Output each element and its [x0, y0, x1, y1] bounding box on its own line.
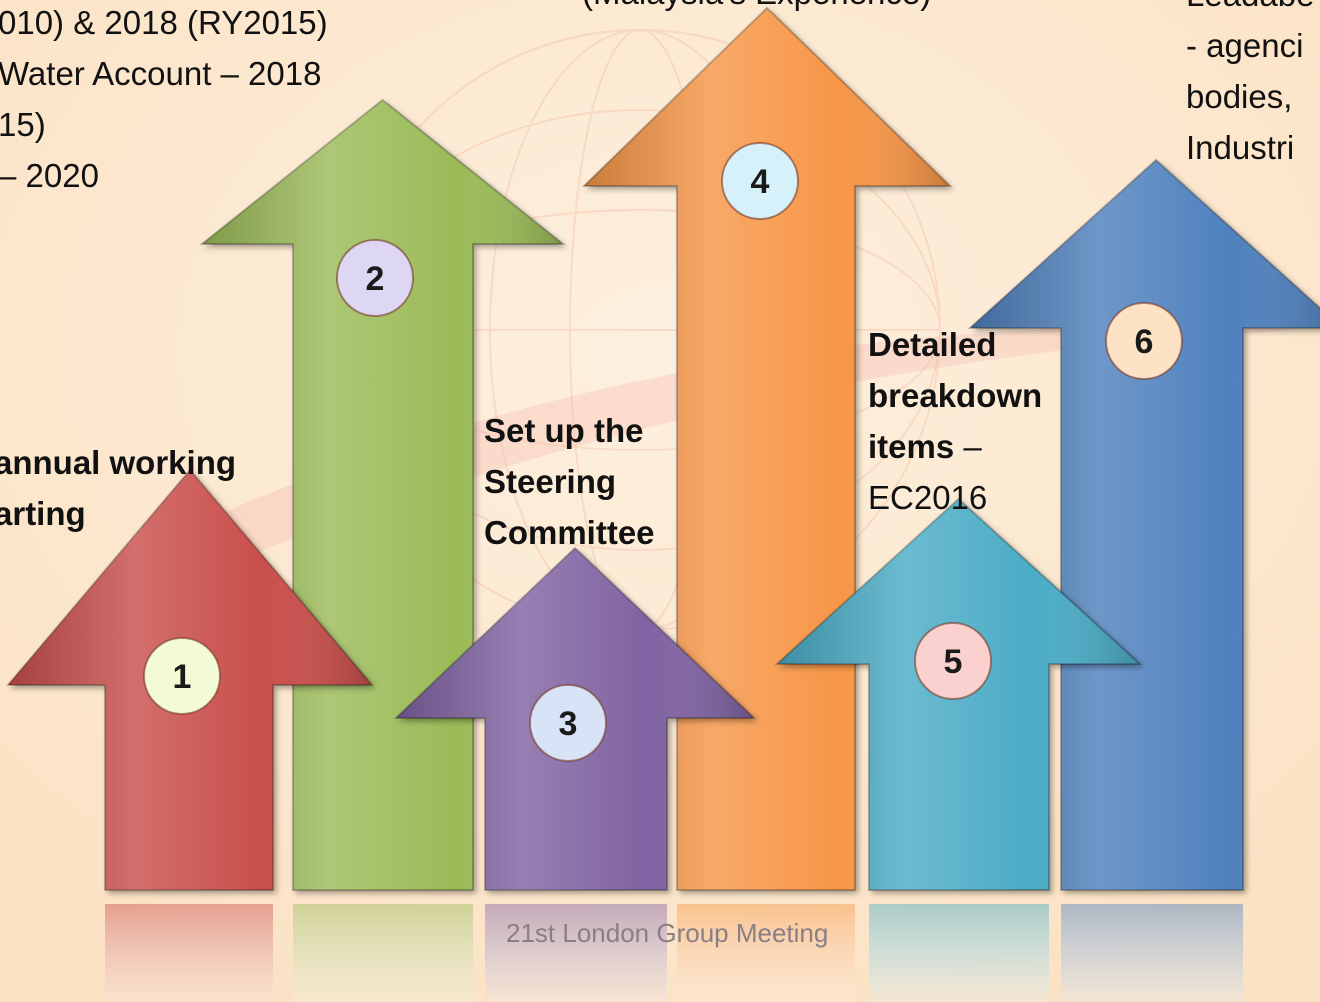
top-left-line-4: – 2020 — [0, 157, 99, 194]
step-3-label: Set up the Steering Committee — [484, 405, 655, 558]
top-left-line-2: Water Account – 2018 — [0, 55, 322, 92]
footer-text: 21st London Group Meeting — [506, 918, 829, 948]
step-2-badge — [336, 239, 414, 317]
step-6-number: 6 — [1135, 323, 1154, 361]
step-5-badge — [914, 622, 992, 700]
step-5-label-dash: – — [954, 428, 982, 465]
step-1-badge — [143, 637, 221, 715]
step-4-badge — [721, 142, 799, 220]
arrow-5: 5 — [774, 497, 1143, 891]
top-left-line-1: 010) & 2018 (RY2015) — [0, 4, 328, 41]
step-3-label-line-1: Set up the — [484, 412, 644, 449]
step-3-label-line-2: Steering — [484, 463, 617, 500]
step-5-label-line-4: EC2016 — [868, 479, 988, 516]
step-1-label-line-2: arting — [0, 495, 86, 532]
arrow-4-reflection-fade — [677, 904, 855, 1002]
top-left-text: 010) & 2018 (RY2015) Water Account – 201… — [0, 0, 328, 201]
step-5-label-items: items — [868, 428, 955, 465]
top-right-line-4: Industri — [1186, 129, 1295, 166]
step-1-number: 1 — [173, 658, 192, 696]
arrow-2-reflection-fade — [293, 904, 473, 1002]
arrow-5-reflection-fade — [869, 904, 1049, 1002]
arrows-group: 2 4 6 1 3 5 — [5, 6, 1320, 891]
step-3-number: 3 — [559, 705, 578, 743]
arrow-6: 6 — [967, 158, 1320, 891]
step-3-label-line-3: Committee — [484, 514, 655, 551]
step-5-number: 5 — [944, 643, 963, 681]
arrow-3-reflection-fade — [485, 904, 667, 1002]
step-5-label-line-1: Detailed — [868, 326, 997, 363]
step-1-label: annual working arting — [0, 437, 236, 539]
step-5-label: Detailed breakdown items – EC2016 — [868, 319, 1042, 523]
step-6-badge — [1105, 302, 1183, 380]
top-right-line-3: bodies, — [1186, 78, 1293, 115]
step-2-number: 2 — [366, 260, 385, 298]
step-5-label-line-3: items – — [868, 421, 1042, 472]
arrow-1-reflection-fade — [105, 904, 273, 1002]
top-left-line-3: 15) — [0, 106, 46, 143]
arrow-3: 3 — [393, 546, 757, 891]
arrow-6-reflection-fade — [1061, 904, 1243, 1002]
top-right-line-1: Leadabe — [1186, 0, 1314, 20]
top-right-text: Leadabe - agenci bodies, Industri — [1186, 0, 1314, 173]
top-center-text: (Malaysia's Experience) — [582, 0, 931, 18]
step-4-number: 4 — [751, 163, 770, 201]
arrow-4: 4 — [581, 6, 953, 891]
step-3-badge — [529, 684, 607, 762]
step-1-label-line-1: annual working — [0, 444, 237, 481]
arrow-1: 1 — [5, 468, 375, 891]
arrow-4-shading — [584, 8, 950, 890]
top-right-line-2: - agenci — [1186, 27, 1304, 64]
arrow-reflections — [105, 904, 1243, 1002]
arrow-6-shading — [970, 160, 1320, 890]
step-5-label-line-2: breakdown — [868, 377, 1043, 414]
